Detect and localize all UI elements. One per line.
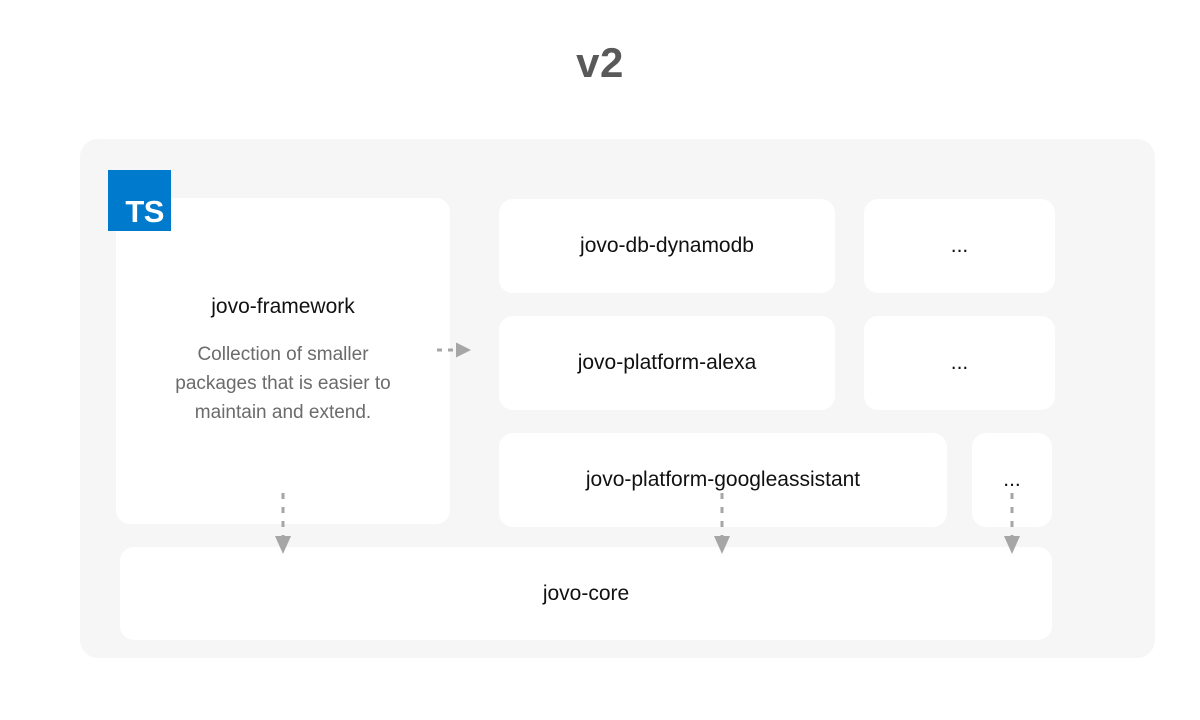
card-jovo-platform-googleassistant[interactable]: jovo-platform-googleassistant: [499, 433, 947, 527]
card-jovo-platform-alexa-label: jovo-platform-alexa: [577, 351, 757, 374]
card-jovo-core[interactable]: jovo-core: [120, 547, 1052, 640]
card-row2-more[interactable]: ...: [864, 316, 1055, 410]
card-jovo-framework-title: jovo-framework: [211, 295, 355, 319]
card-row3-more[interactable]: ...: [972, 433, 1052, 527]
typescript-logo-label: TS: [125, 194, 164, 229]
card-jovo-framework-description: Collection of smaller packages that is e…: [175, 344, 391, 424]
card-jovo-db-dynamodb-label: jovo-db-dynamodb: [580, 234, 754, 257]
page-title: v2: [576, 39, 624, 86]
card-jovo-framework[interactable]: jovo-framework Collection of smaller pac…: [116, 198, 450, 524]
card-jovo-platform-alexa[interactable]: jovo-platform-alexa: [499, 316, 835, 410]
card-jovo-platform-googleassistant-label: jovo-platform-googleassistant: [585, 468, 861, 491]
card-jovo-core-label: jovo-core: [542, 581, 630, 605]
card-jovo-db-dynamodb[interactable]: jovo-db-dynamodb: [499, 199, 835, 293]
card-row3-more-label: ...: [1003, 468, 1021, 491]
card-row1-more-label: ...: [950, 234, 969, 257]
card-row2-more-label: ...: [950, 351, 969, 374]
typescript-logo-icon: TS: [108, 170, 171, 231]
card-row1-more[interactable]: ...: [864, 199, 1055, 293]
